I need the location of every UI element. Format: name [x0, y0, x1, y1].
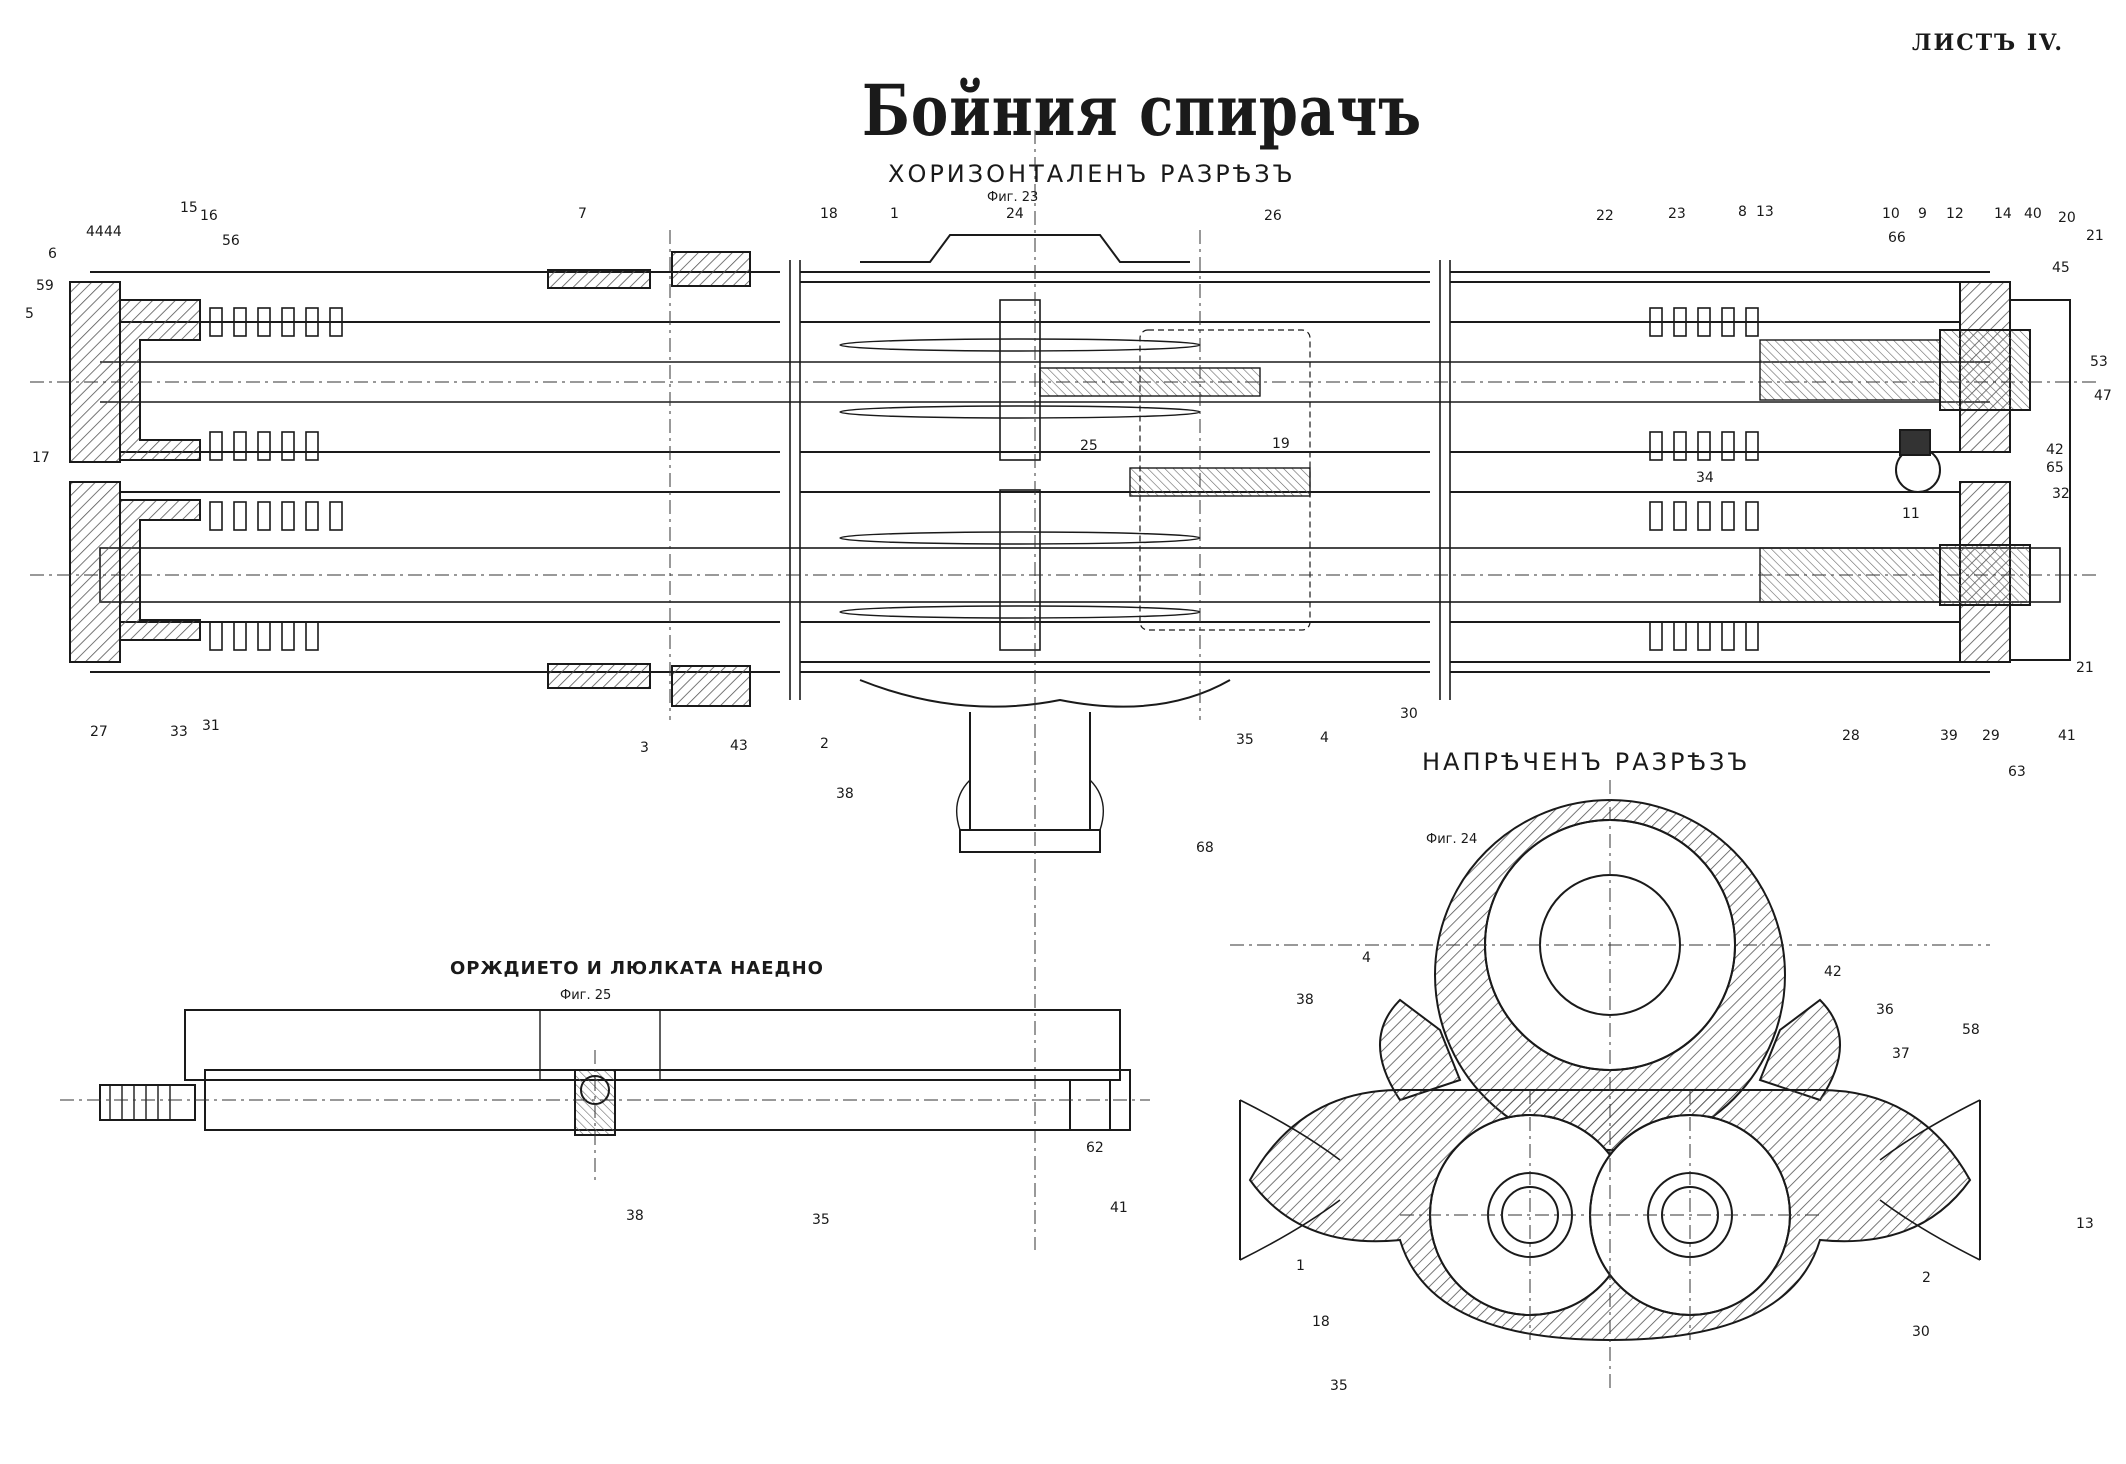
fig24-part-number-58: 58: [1962, 1022, 1980, 1038]
fig25-part-number-38: 38: [626, 1208, 644, 1224]
fig24-part-number-42: 42: [1824, 964, 1842, 980]
fig24-part-number-35: 35: [1330, 1378, 1348, 1394]
fig25-part-number-41: 41: [1110, 1200, 1128, 1216]
fig24-part-number-2: 2: [1922, 1270, 1931, 1286]
part-number-16: 16: [200, 208, 218, 224]
figure-label-24: Фиг. 24: [1426, 832, 1478, 847]
fig24-part-number-18: 18: [1312, 1314, 1330, 1330]
section-title-cross: НАПРѢЧЕНЪ РАЗРѢЗЪ: [1422, 748, 1751, 776]
part-number-26: 26: [1264, 208, 1282, 224]
part-number-18: 18: [820, 206, 838, 222]
part-number-17: 17: [32, 450, 50, 466]
part-number-44b: 44: [104, 224, 122, 240]
part-number-38: 38: [836, 786, 854, 802]
sheet-number: ЛИСТЪ IV.: [1912, 30, 2064, 56]
part-number-30: 30: [1400, 706, 1418, 722]
part-number-21b: 21: [2076, 660, 2094, 676]
part-number-59: 59: [36, 278, 54, 294]
part-number-22: 22: [1596, 208, 1614, 224]
part-number-31: 31: [202, 718, 220, 734]
part-number-44: 44: [86, 224, 104, 240]
part-number-11: 11: [1902, 506, 1920, 522]
fig25-part-number-35: 35: [812, 1212, 830, 1228]
part-number-35: 35: [1236, 732, 1254, 748]
part-number-4: 4: [1320, 730, 1329, 746]
part-number-19: 19: [1272, 436, 1290, 452]
part-number-5: 5: [25, 306, 34, 322]
part-number-56: 56: [222, 233, 240, 249]
part-number-15: 15: [180, 200, 198, 216]
part-number-13b: 13: [2076, 1216, 2094, 1232]
figure-25-assembly: [99, 1009, 1131, 1136]
fig24-part-number-30: 30: [1912, 1324, 1930, 1340]
part-number-23: 23: [1668, 206, 1686, 222]
part-number-63: 63: [2008, 764, 2026, 780]
figure-23-horizontal-section: [69, 234, 2071, 853]
part-number-24: 24: [1006, 206, 1024, 222]
fig24-part-number-36: 36: [1876, 1002, 1894, 1018]
part-number-66: 66: [1888, 230, 1906, 246]
figure-label-25: Фиг. 25: [560, 988, 612, 1003]
part-number-20: 20: [2058, 210, 2076, 226]
page-title: Бойния спирачъ: [862, 70, 1423, 153]
part-number-42: 42: [2046, 442, 2064, 458]
part-number-43: 43: [730, 738, 748, 754]
section-title-assembly: ОРЖДИЕТО И ЛЮЛКАТА НАЕДНО: [450, 958, 824, 979]
part-number-9: 9: [1918, 206, 1927, 222]
fig24-part-number-1: 1: [1296, 1258, 1305, 1274]
part-number-29: 29: [1982, 728, 2000, 744]
part-number-68: 68: [1196, 840, 1214, 856]
part-number-13: 13: [1756, 204, 1774, 220]
part-number-28: 28: [1842, 728, 1860, 744]
part-number-14: 14: [1994, 206, 2012, 222]
part-number-7: 7: [578, 206, 587, 222]
part-number-3: 3: [640, 740, 649, 756]
fig24-part-number-4: 4: [1362, 950, 1371, 966]
fig25-part-number-62: 62: [1086, 1140, 1104, 1156]
part-number-53: 53: [2090, 354, 2108, 370]
part-number-47: 47: [2094, 388, 2112, 404]
part-number-39: 39: [1940, 728, 1958, 744]
part-number-27: 27: [90, 724, 108, 740]
part-number-33: 33: [170, 724, 188, 740]
part-number-21: 21: [2086, 228, 2104, 244]
part-number-12: 12: [1946, 206, 1964, 222]
section-title-horizontal: ХОРИЗОНТАЛЕНЪ РАЗРѢЗЪ: [888, 160, 1296, 188]
part-number-8: 8: [1738, 204, 1747, 220]
part-number-labels: 1 2 3 4 5 6 7 8 9 10 11 12 13 13 14 15 1…: [25, 200, 2112, 1394]
part-number-6: 6: [48, 246, 57, 262]
part-number-45: 45: [2052, 260, 2070, 276]
part-number-65: 65: [2046, 460, 2064, 476]
part-number-32: 32: [2052, 486, 2070, 502]
part-number-41: 41: [2058, 728, 2076, 744]
part-number-1: 1: [890, 206, 899, 222]
part-number-34: 34: [1696, 470, 1714, 486]
part-number-2: 2: [820, 736, 829, 752]
part-number-40: 40: [2024, 206, 2042, 222]
fig24-part-number-37: 37: [1892, 1046, 1910, 1062]
fig24-part-number-38: 38: [1296, 992, 1314, 1008]
figure-label-23: Фиг. 23: [987, 190, 1039, 205]
part-number-10: 10: [1882, 206, 1900, 222]
part-number-25: 25: [1080, 438, 1098, 454]
